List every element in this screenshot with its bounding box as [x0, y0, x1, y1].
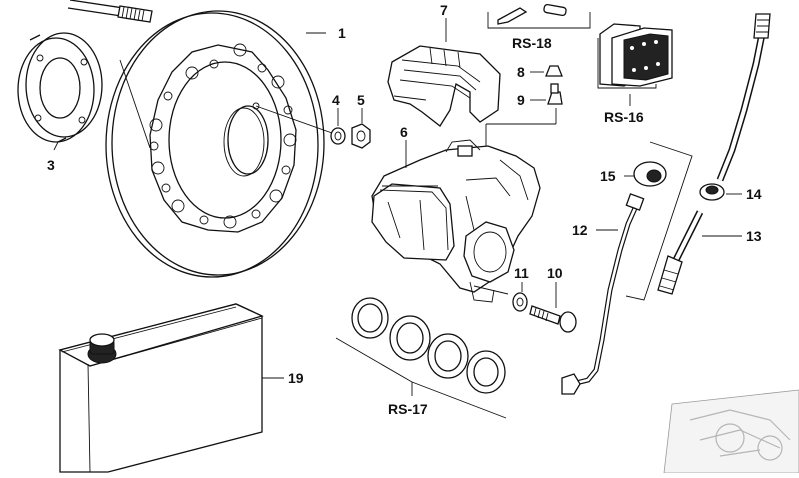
- part-10-caliper-bolt: [529, 282, 577, 333]
- leader-stud-line: [255, 105, 333, 134]
- part-1-brake-disc: [105, 10, 325, 278]
- label-part-4: 4: [332, 92, 340, 108]
- part-8-bleed-cap: [530, 65, 563, 77]
- rs-17-seal-kit: [335, 297, 507, 419]
- label-part-5: 5: [357, 92, 365, 108]
- part-11-washer: [512, 282, 528, 312]
- stud-bolt: [67, 0, 153, 23]
- label-part-9: 9: [517, 92, 525, 108]
- rs-18-kit: [487, 3, 591, 29]
- label-part-15: 15: [600, 168, 616, 184]
- part-13-hose: [657, 210, 742, 295]
- label-part-19: 19: [288, 370, 304, 386]
- rs-16-brake-pads: [597, 23, 673, 89]
- label-rs-16: RS-16: [604, 109, 644, 125]
- hose-group-bracket: [625, 141, 693, 301]
- part-5-nut: [351, 108, 371, 149]
- label-part-6: 6: [400, 124, 408, 140]
- label-rs-18: RS-18: [512, 35, 552, 51]
- hose-upper: [716, 13, 771, 182]
- label-part-1: 1: [338, 25, 346, 41]
- label-part-7: 7: [440, 2, 448, 18]
- label-part-12: 12: [572, 222, 588, 238]
- part-14-grommet: [699, 183, 742, 201]
- part-19-fluid-container: [58, 303, 284, 473]
- bolt-axis-line: [473, 285, 509, 295]
- label-part-3: 3: [47, 157, 55, 173]
- motorcycle-thumbnail-icon: [663, 389, 799, 474]
- part-6-brake-caliper: [371, 139, 541, 303]
- label-part-14: 14: [746, 186, 762, 202]
- part-12-brake-line: [561, 175, 645, 395]
- part-3-spacer-ring: [17, 32, 103, 151]
- part-7-caliper-cover: [387, 18, 501, 127]
- label-part-13: 13: [746, 228, 762, 244]
- label-part-8: 8: [517, 64, 525, 80]
- label-part-10: 10: [547, 265, 563, 281]
- part-15-grommet: [633, 161, 667, 187]
- label-part-11: 11: [514, 265, 529, 281]
- label-rs-17: RS-17: [388, 401, 428, 417]
- part-4-washer: [330, 108, 346, 145]
